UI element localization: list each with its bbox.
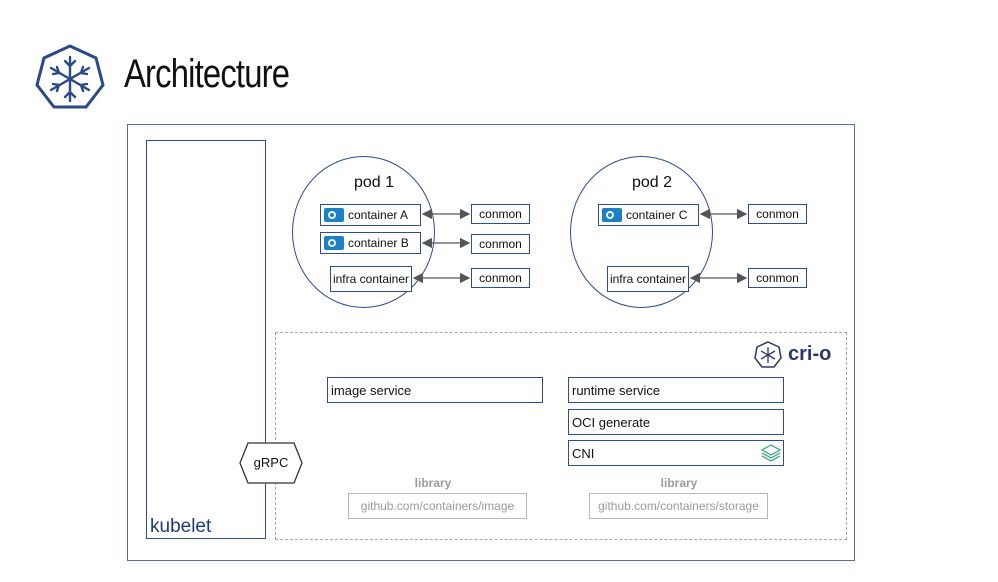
container-c-label: container C — [626, 208, 688, 222]
kubelet-box — [146, 140, 266, 539]
kubelet-label: kubelet — [150, 516, 212, 537]
library-storage-box: github.com/containers/storage — [589, 493, 768, 519]
library-image-repo: github.com/containers/image — [360, 499, 515, 513]
library-image-box: github.com/containers/image — [348, 493, 527, 519]
conmon-box: conmon — [748, 204, 807, 224]
pod-1-circle — [292, 156, 435, 308]
conmon-label: conmon — [756, 207, 799, 221]
container-b-label: container B — [348, 236, 409, 250]
image-service-label: image service — [331, 382, 412, 398]
container-a-label: container A — [348, 208, 409, 222]
container-a-box: container A — [320, 204, 421, 226]
crio-snowflake-icon — [754, 341, 782, 368]
crio-brand-label: cri-o — [788, 343, 832, 365]
pod-1-label: pod 1 — [353, 174, 395, 191]
pod-2-infra-container: infra container — [607, 266, 689, 292]
architecture-frame — [127, 124, 855, 561]
container-c-box: container C — [598, 204, 699, 226]
conmon-box: conmon — [471, 204, 530, 224]
library-label-storage: library — [660, 476, 698, 490]
runtime-service-label: runtime service — [572, 382, 661, 398]
pod-2-circle — [570, 156, 713, 308]
conmon-label: conmon — [479, 237, 522, 251]
container-icon — [324, 236, 344, 250]
container-icon — [602, 208, 622, 222]
cni-layers-icon — [760, 444, 782, 462]
infra-container-label: infra container — [609, 272, 687, 286]
grpc-double-arrow-icon — [239, 442, 303, 484]
cni-label: CNI — [572, 445, 595, 461]
pod-2-label: pod 2 — [631, 174, 673, 191]
conmon-label: conmon — [479, 271, 522, 285]
runtime-service-box: runtime service — [568, 377, 784, 403]
crio-logo-icon — [35, 44, 105, 109]
library-storage-repo: github.com/containers/storage — [598, 499, 759, 513]
conmon-label: conmon — [756, 271, 799, 285]
pod-1-infra-container: infra container — [330, 266, 412, 292]
conmon-box: conmon — [748, 268, 807, 288]
conmon-label: conmon — [479, 207, 522, 221]
infra-container-label: infra container — [332, 272, 410, 286]
conmon-box: conmon — [471, 234, 530, 254]
oci-generate-label: OCI generate — [572, 414, 651, 430]
page-title: Architecture — [124, 52, 290, 96]
image-service-box: image service — [327, 377, 543, 403]
container-icon — [324, 208, 344, 222]
container-b-box: container B — [320, 232, 421, 254]
crio-region — [275, 332, 847, 540]
library-label-image: library — [414, 476, 452, 490]
grpc-label: gRPC — [253, 455, 289, 470]
cni-box: CNI — [568, 440, 784, 466]
oci-generate-box: OCI generate — [568, 409, 784, 435]
conmon-box: conmon — [471, 268, 530, 288]
